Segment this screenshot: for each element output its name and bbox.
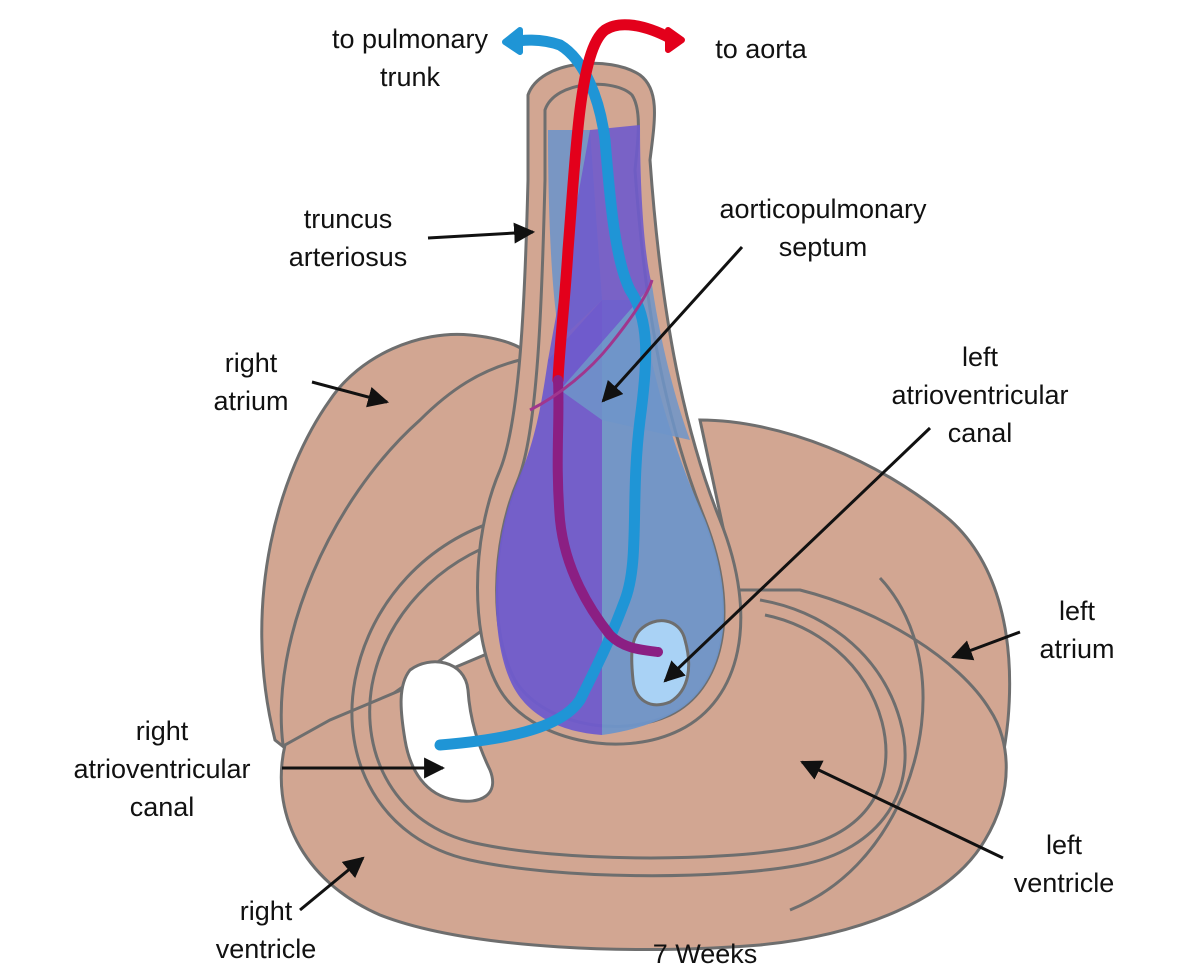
label-line: right (224, 348, 278, 378)
label-aorticopulmonary-septum: aorticopulmonary septum (690, 190, 956, 266)
truncus-arrow (427, 222, 536, 244)
label-line: ventricle (215, 934, 317, 964)
label-line: atrium (213, 386, 289, 416)
ventricle-loop-inner (368, 538, 888, 860)
label-line: atrioventricular (891, 380, 1069, 410)
label-to-pulmonary-trunk: to pulmonary trunk (312, 20, 508, 96)
label-line: right (135, 716, 189, 746)
right-atrium-arrow (311, 380, 390, 408)
label-right-atrium: right atrium (192, 344, 310, 420)
label-line: left (961, 342, 999, 372)
right-ventricle-arrow (299, 856, 365, 912)
left-atrium-inner-line (789, 576, 925, 912)
label-line: canal (129, 792, 195, 822)
label-right-ventricle: right ventricle (196, 892, 336, 968)
septum-spiral-line (529, 279, 654, 412)
label-line: truncus (303, 204, 393, 234)
label-left-ventricle: left ventricle (994, 826, 1134, 902)
label-to-aorta: to aorta (700, 30, 822, 68)
right-av-canal-opening (399, 660, 494, 803)
label-line: atrioventricular (73, 754, 251, 784)
label-line: left (1058, 596, 1096, 626)
aorticopulmonary-arrow (601, 245, 744, 403)
ventricle-loop-outer (350, 518, 907, 878)
label-line: right (239, 896, 293, 926)
right-atrium-shape (260, 332, 532, 762)
caption-7-weeks: 7 Weeks (630, 935, 780, 973)
label-line: septum (778, 232, 868, 262)
aortic-flow-path (552, 19, 676, 386)
truncus-upper-purple (548, 125, 652, 390)
label-left-av-canal: left atrioventricular canal (862, 338, 1098, 452)
label-line: canal (947, 418, 1013, 448)
left-atrium-arrow (951, 630, 1021, 661)
left-ventricle-arrow (800, 760, 1004, 860)
label-line: aorticopulmonary (719, 194, 927, 224)
left-av-canal-arrow (663, 426, 932, 683)
label-right-av-canal: right atrioventricular canal (44, 712, 280, 826)
pulmonary-flow-arrowhead (502, 27, 523, 55)
label-line: left (1045, 830, 1083, 860)
left-av-canal-opening (630, 619, 691, 707)
right-atrium-inner-line (279, 358, 521, 746)
septum-left-region (495, 300, 602, 735)
label-left-atrium: left atrium (1018, 592, 1136, 668)
truncus-mid-blue (560, 285, 690, 440)
label-line: ventricle (1013, 868, 1115, 898)
caption-text: 7 Weeks (652, 939, 758, 969)
aortic-flow-arrowhead (665, 27, 685, 53)
label-line: arteriosus (288, 242, 408, 272)
label-line: to aorta (715, 34, 807, 64)
label-line: to pulmonary (331, 24, 489, 54)
mixed-flow-path (552, 375, 663, 657)
label-line: atrium (1039, 634, 1115, 664)
label-line: trunk (379, 62, 441, 92)
label-truncus-arteriosus: truncus arteriosus (270, 200, 426, 276)
